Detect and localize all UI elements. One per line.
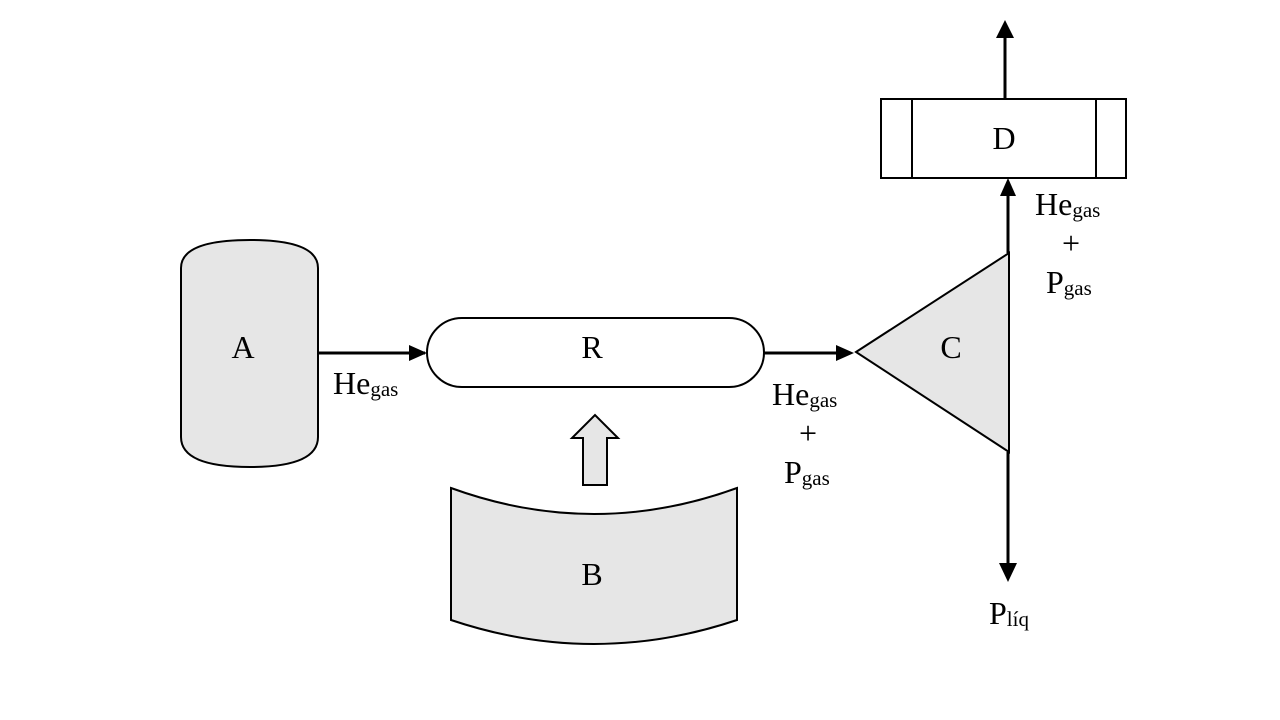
node-c: C — [854, 251, 1010, 454]
stream-label-c-down: Plíq — [989, 595, 1029, 631]
stream-label-r-to-c-line1: Hegas — [772, 376, 837, 412]
node-a-shape — [180, 238, 319, 469]
stream-label-c-to-d-line3: Pgas — [1046, 264, 1092, 300]
node-c-shape — [854, 251, 1010, 454]
heat-up-arrow — [569, 413, 621, 486]
arrow-c-to-d-head — [1000, 178, 1016, 196]
node-r-label: R — [581, 329, 603, 365]
node-d: D — [880, 98, 1127, 179]
node-a-label: A — [231, 329, 254, 365]
stream-label-a-to-r: Hegas — [333, 365, 398, 401]
node-d-shape — [880, 98, 1127, 179]
node-b: B — [450, 486, 738, 645]
arrow-r-to-c-head — [836, 345, 854, 361]
node-r: R — [426, 317, 765, 388]
node-a: A — [180, 238, 319, 469]
stream-label-c-to-d-plus: + — [1062, 225, 1080, 261]
node-b-label: B — [581, 556, 602, 592]
node-c-label: C — [940, 329, 961, 365]
node-d-label: D — [992, 120, 1015, 156]
stream-label-r-to-c-plus: + — [799, 415, 817, 451]
arrow-a-to-r-head — [409, 345, 427, 361]
node-b-shape — [450, 486, 738, 645]
arrow-d-exit-head — [996, 20, 1014, 38]
stream-label-c-to-d-line1: Hegas — [1035, 186, 1100, 222]
arrow-c-down-head — [999, 563, 1017, 582]
stream-label-r-to-c-line3: Pgas — [784, 454, 830, 490]
